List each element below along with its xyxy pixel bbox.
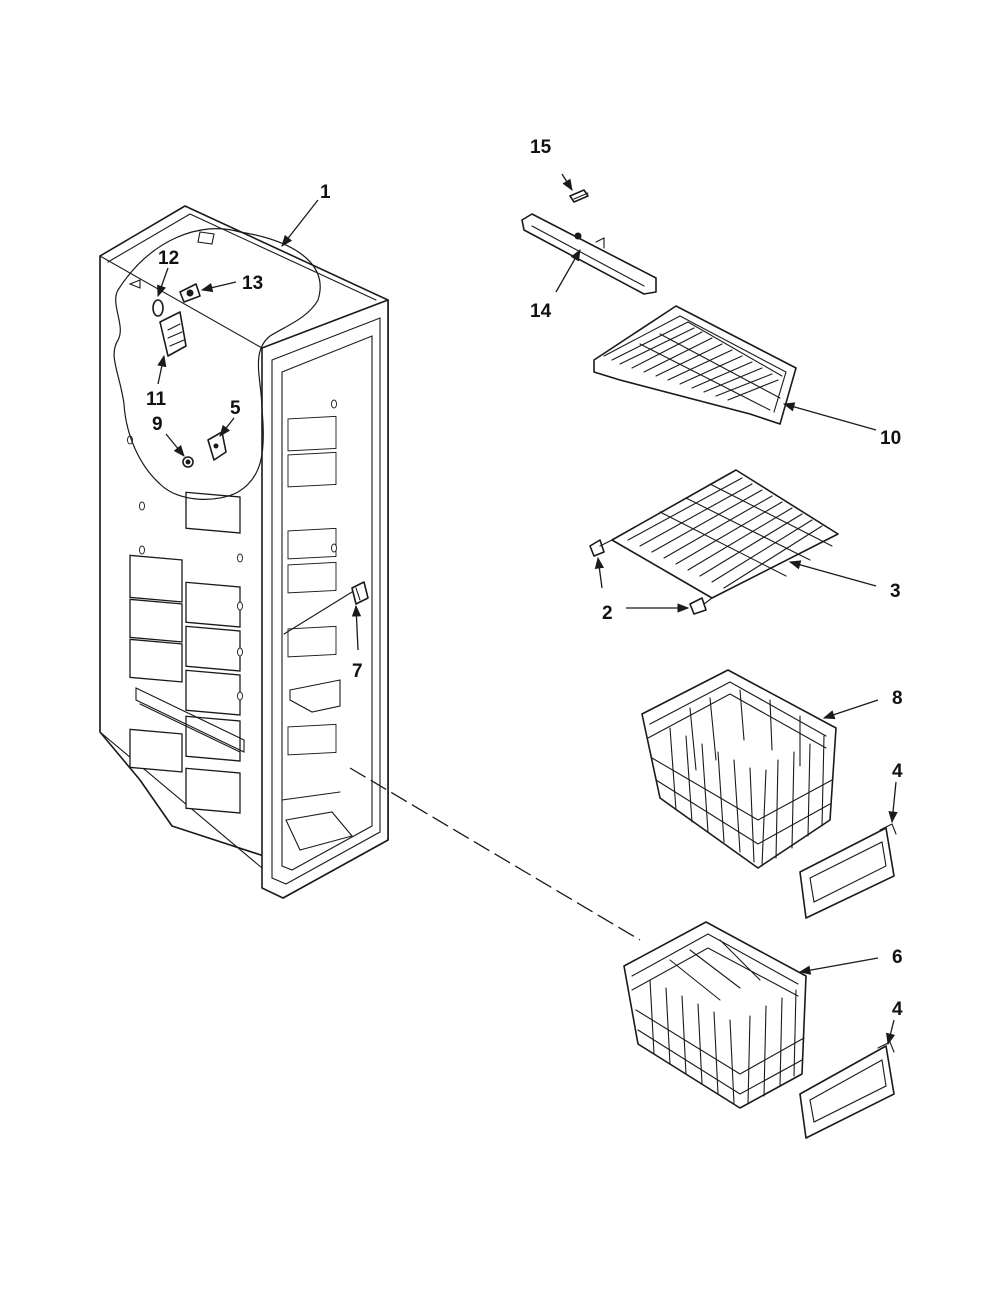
callout-5: 5: [230, 398, 241, 419]
callout-11: 11: [146, 389, 167, 410]
callout-1: 1: [320, 182, 331, 203]
shelf-bracket-part: [521, 213, 657, 295]
callout-10: 10: [880, 428, 901, 449]
callout-12: 12: [158, 248, 179, 269]
callout-14: 14: [530, 301, 552, 322]
callout-3: 3: [890, 581, 901, 602]
light-bulb-part: [152, 299, 164, 317]
callout-4-lower: 4: [892, 999, 903, 1020]
shelf-support-part-2: [689, 597, 707, 615]
callout-4-upper: 4: [892, 761, 903, 782]
alignment-dash-line: [349, 767, 641, 941]
freezer-liner: [99, 205, 389, 899]
callout-13: 13: [242, 273, 263, 294]
callout-8: 8: [892, 688, 903, 709]
callout-labels: 1 2 3 4 4 5 6 7 8 9 10 11 12 13 14 15: [146, 137, 903, 1020]
callout-9: 9: [152, 414, 163, 435]
callout-15: 15: [530, 137, 552, 158]
shelf-support-part: [589, 539, 605, 557]
callout-6: 6: [892, 947, 903, 968]
lower-bin-handle-part: [799, 1041, 895, 1139]
wire-shelf-part: [589, 469, 839, 615]
upper-bin-handle-part: [799, 823, 897, 919]
lower-basket-part: [623, 921, 807, 1109]
control-housing-part: [159, 311, 187, 357]
upper-basket-part: [641, 669, 837, 869]
shelf-frame-part: [593, 305, 797, 425]
callout-2: 2: [602, 603, 613, 624]
screw-part: [569, 189, 589, 203]
callout-leaders: [157, 173, 898, 1046]
callout-7: 7: [352, 661, 363, 682]
